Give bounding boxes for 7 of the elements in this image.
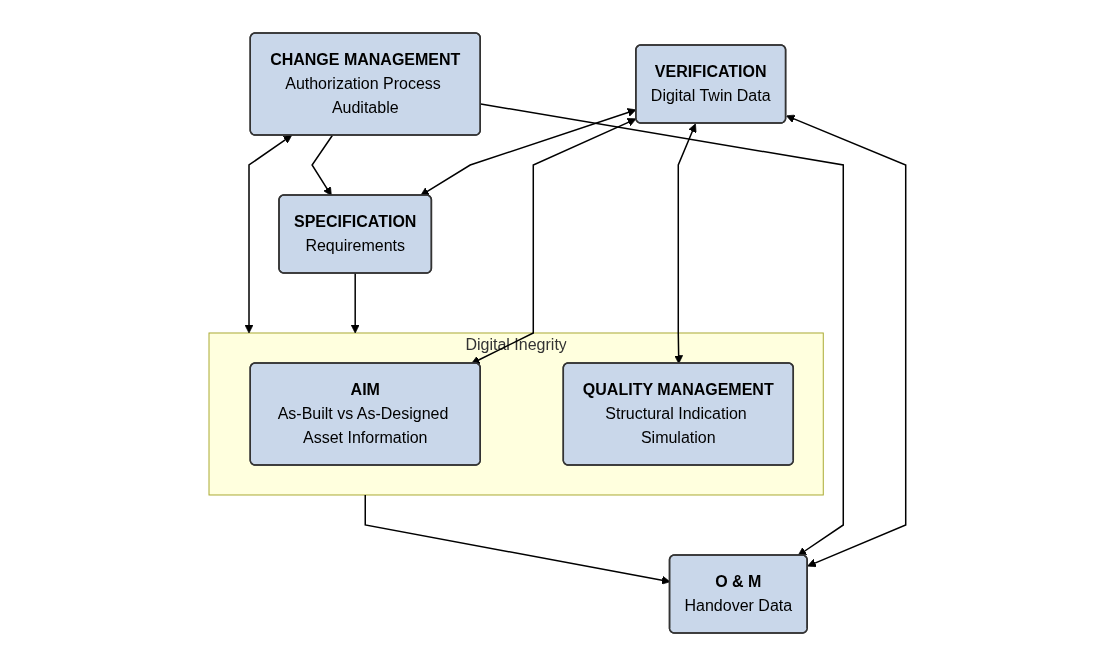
arrow: [471, 118, 637, 364]
arrow: [480, 103, 845, 556]
arrow: [350, 272, 360, 334]
arrow: [311, 134, 334, 196]
arrow: [244, 134, 293, 334]
arrow: [786, 114, 907, 568]
arrow: [674, 123, 697, 364]
